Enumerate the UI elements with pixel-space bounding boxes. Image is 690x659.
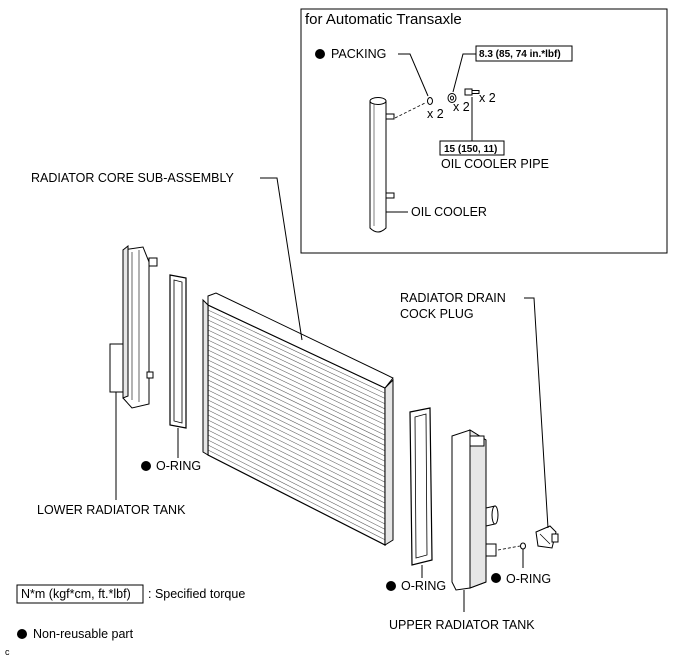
inset-title: for Automatic Transaxle — [305, 11, 462, 28]
radiator-fin-line — [207, 394, 386, 483]
radiator-fin-line — [207, 309, 386, 394]
drain-o-ring — [520, 542, 526, 550]
radiator-fin-line — [207, 319, 386, 404]
left-o-ring-label: O-RING — [156, 459, 201, 473]
torque-value-large: 15 (150, 11) — [444, 144, 497, 155]
radiator-fin-line — [207, 359, 386, 446]
radiator-fin-line — [207, 414, 386, 504]
radiator-fin-line — [207, 419, 386, 509]
left-o-ring-gasket — [169, 274, 187, 429]
radiator-fin-line — [207, 334, 386, 420]
legend-nonreusable-dot — [17, 629, 27, 639]
oil-cooler-pipe-label: OIL COOLER PIPE — [441, 157, 549, 171]
radiator-fin-line — [207, 354, 386, 441]
washer-quantity: x 2 — [453, 100, 470, 114]
left-o-ring-dot — [141, 461, 151, 471]
radiator-fin-line — [207, 324, 386, 410]
torque-value-small: 8.3 (85, 74 in.*lbf) — [479, 49, 561, 60]
radiator-fin-line — [207, 374, 386, 462]
center-o-ring-gasket — [409, 407, 433, 566]
legend: N*m (kgf*cm, ft.*lbf) : Specified torque… — [16, 584, 245, 641]
oil-cooler-illustration — [369, 97, 395, 233]
radiator-fin-line — [207, 439, 386, 530]
radiator-fin-line — [207, 364, 386, 452]
drain-assembly-line — [497, 545, 521, 551]
radiator-fin-line — [207, 389, 386, 478]
legend-torque-box — [16, 584, 144, 604]
inset-frame — [300, 8, 668, 254]
corner-mark: c — [5, 647, 10, 657]
packing-leader — [398, 53, 429, 97]
radiator-fin-line — [207, 379, 386, 467]
legend-torque-unit: N*m (kgf*cm, ft.*lbf) — [21, 587, 131, 601]
union-bolt — [464, 88, 480, 96]
radiator-fin-line — [207, 339, 386, 425]
lower-tank-label: LOWER RADIATOR TANK — [37, 503, 186, 517]
packing-label: PACKING — [331, 47, 386, 61]
radiator-fin-line — [207, 409, 386, 499]
radiator-fin-line — [207, 329, 386, 415]
legend-nonreusable-text: Non-reusable part — [33, 627, 134, 641]
radiator-fin-line — [207, 399, 386, 488]
bolt-quantity: x 2 — [479, 91, 496, 105]
radiator-fin-line — [207, 349, 386, 436]
drain-cock-label-line1: RADIATOR DRAIN — [400, 291, 506, 305]
radiator-fin-line — [207, 444, 386, 535]
radiator-core — [202, 292, 394, 546]
automatic-transaxle-inset: for Automatic Transaxle PACKING x 2 — [300, 8, 668, 254]
radiator-fin-line — [207, 344, 386, 431]
packing-ring — [427, 97, 433, 105]
lower-radiator-tank — [109, 244, 158, 409]
upper-radiator-tank — [451, 429, 499, 591]
radiator-core-leader — [260, 177, 303, 341]
drain-cock-plug — [535, 525, 559, 549]
center-o-ring-label: O-RING — [401, 579, 446, 593]
drain-cock-label-line2: COCK PLUG — [400, 307, 474, 321]
radiator-core-label: RADIATOR CORE SUB-ASSEMBLY — [31, 171, 234, 185]
right-o-ring-dot — [491, 573, 501, 583]
radiator-fin-line — [207, 384, 386, 473]
upper-tank-label: UPPER RADIATOR TANK — [389, 618, 535, 632]
radiator-fin-line — [207, 424, 386, 514]
packing-quantity: x 2 — [427, 107, 444, 121]
radiator-fin-line — [207, 314, 386, 399]
legend-torque-description: : Specified torque — [148, 587, 245, 601]
radiator-fin-line — [207, 369, 386, 457]
center-o-ring-dot — [386, 581, 396, 591]
nonreusable-dot — [315, 49, 325, 59]
radiator-fin-line — [207, 449, 386, 541]
oil-cooler-label: OIL COOLER — [411, 205, 487, 219]
drain-cock-leader — [524, 297, 549, 529]
radiator-fin-line — [207, 429, 386, 520]
assembly-line — [394, 102, 426, 119]
right-o-ring-label: O-RING — [506, 572, 551, 586]
radiator-fin-line — [207, 404, 386, 493]
washer-leader — [452, 53, 476, 93]
radiator-fin-line — [207, 434, 386, 525]
